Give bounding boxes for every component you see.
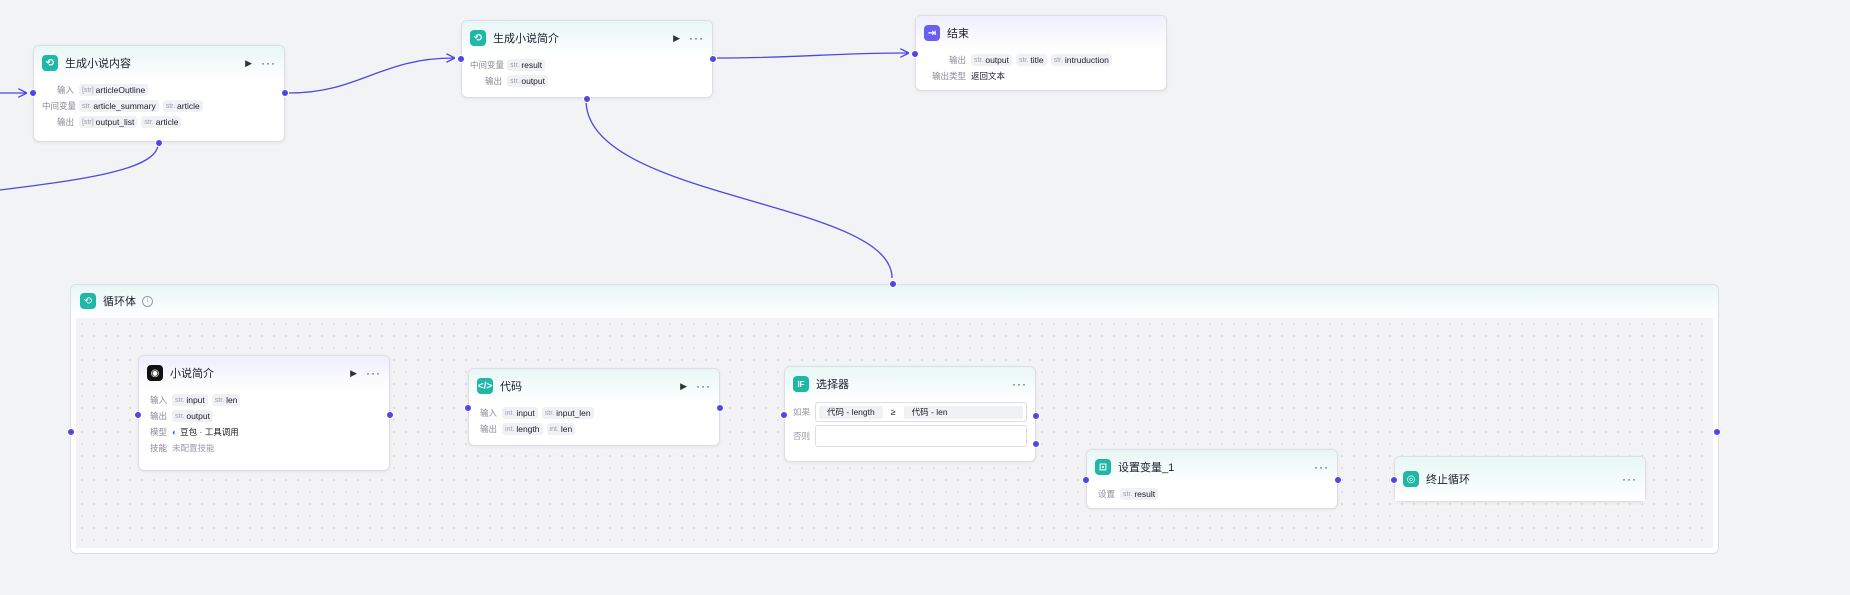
loop-title: 循环体 (103, 296, 136, 308)
run-icon[interactable]: ▶ (673, 32, 680, 43)
loop-input-port[interactable] (889, 280, 897, 288)
var-tag: str.input (172, 394, 208, 406)
output-port[interactable] (386, 411, 394, 419)
node-set-variable[interactable]: ⊡ 设置变量_1 ··· 设置 str.result (1086, 449, 1338, 509)
loop-end-port[interactable] (1713, 428, 1721, 436)
var-tag: int.len (546, 423, 576, 435)
node-code[interactable]: </> 代码 ▶ ··· 输入 int.input str.input_len … (468, 368, 720, 446)
node-title: 生成小说简介 (493, 33, 559, 45)
node-title: 终止循环 (1426, 474, 1470, 486)
input-port[interactable] (457, 55, 465, 63)
stop-icon: ◎ (1403, 471, 1419, 487)
var-tag: str.article (141, 116, 182, 128)
output-port[interactable] (1334, 476, 1342, 484)
model-value: 豆包 · 工具调用 (180, 427, 239, 437)
condition-left[interactable]: 代码 - length (819, 405, 883, 419)
var-tag: str.output (507, 75, 548, 87)
more-icon[interactable]: ··· (366, 366, 381, 380)
variable-icon: ⊡ (1095, 459, 1111, 475)
skill-value: 未配置技能 (172, 443, 215, 453)
node-end[interactable]: ⇥ 结束 输出 str.output str.title str.intrudu… (915, 15, 1167, 91)
wire-intro-to-loop[interactable] (585, 99, 893, 279)
node-break-loop[interactable]: ◎ 终止循环 ··· (1394, 456, 1646, 502)
loop-icon: ⟲ (80, 293, 96, 309)
more-icon[interactable]: ··· (696, 379, 711, 393)
output-port[interactable] (281, 89, 289, 97)
input-port[interactable] (1082, 476, 1090, 484)
more-icon[interactable]: ··· (1622, 472, 1637, 486)
node-title: 结束 (947, 28, 969, 40)
run-icon[interactable]: ▶ (350, 367, 357, 378)
loop-icon: ⟲ (470, 30, 486, 46)
run-icon[interactable]: ▶ (680, 380, 687, 391)
else-box[interactable] (815, 425, 1027, 447)
var-tag: str.result (507, 59, 546, 71)
run-icon[interactable]: ▶ (245, 57, 252, 68)
output-type-value: 返回文本 (971, 71, 1006, 81)
if-icon: IF (793, 376, 809, 392)
else-output-port[interactable] (1032, 440, 1040, 448)
node-novel-intro-llm[interactable]: ◉ 小说简介 ▶ ··· 输入 str.input str.len 输出 str… (138, 355, 390, 471)
input-port[interactable] (780, 411, 788, 419)
more-icon[interactable]: ··· (689, 31, 704, 45)
node-title: 设置变量_1 (1118, 462, 1175, 474)
wire-intro-to-end[interactable] (716, 53, 908, 59)
more-icon[interactable]: ··· (1012, 377, 1027, 391)
node-title: 小说简介 (170, 368, 214, 380)
var-tag: int.input (502, 407, 538, 419)
var-tag: str.article (162, 100, 203, 112)
var-tag: str.len (211, 394, 241, 406)
more-icon[interactable]: ··· (1314, 460, 1329, 474)
wire-content-to-intro[interactable] (288, 58, 454, 94)
var-tag: str.output (971, 54, 1012, 66)
node-generate-novel-intro[interactable]: ⟲ 生成小说简介 ▶ ··· 中间变量 str.result 输出 str.ou… (461, 20, 713, 98)
var-tag: int.length (502, 423, 543, 435)
info-icon[interactable]: i (142, 295, 153, 307)
code-icon: </> (477, 378, 493, 394)
input-port[interactable] (464, 404, 472, 412)
condition-right[interactable]: 代码 - len (903, 405, 1023, 419)
var-tag: str.intruduction (1050, 54, 1112, 66)
exit-icon: ⇥ (924, 25, 940, 41)
loop-start-port[interactable] (67, 428, 75, 436)
input-port[interactable] (134, 411, 142, 419)
node-title: 选择器 (816, 379, 849, 391)
var-tag: [str]output_list (79, 116, 138, 128)
input-port[interactable] (1390, 476, 1398, 484)
model-icon: ◐ (172, 427, 178, 437)
var-tag: str.output (172, 410, 213, 422)
loop-port[interactable] (155, 139, 163, 147)
condition-box[interactable]: 代码 - length ≥ 代码 - len (815, 402, 1027, 422)
var-tag: [str]articleOutline (79, 84, 149, 96)
var-tag: str.input_len (541, 407, 594, 419)
input-port[interactable] (29, 89, 37, 97)
node-selector[interactable]: IF 选择器 ··· 如果 代码 - length ≥ 代码 - len 否则 (784, 366, 1036, 462)
if-output-port[interactable] (1032, 412, 1040, 420)
llm-icon: ◉ (147, 365, 163, 381)
wire-content-loop[interactable] (0, 143, 159, 191)
var-tag: str.article_summary (79, 100, 159, 112)
output-port[interactable] (716, 404, 724, 412)
output-port[interactable] (709, 55, 717, 63)
more-icon[interactable]: ··· (261, 56, 276, 70)
node-title: 代码 (500, 381, 522, 393)
node-generate-novel-content[interactable]: ⟲ 生成小说内容 ▶ ··· 输入 [str]articleOutline 中间… (33, 45, 285, 142)
condition-operator[interactable]: ≥ (890, 407, 896, 417)
input-port[interactable] (911, 50, 919, 58)
var-tag: str.result (1120, 488, 1159, 500)
node-title: 生成小说内容 (65, 58, 131, 70)
var-tag: str.title (1015, 54, 1047, 66)
loop-icon: ⟲ (42, 55, 58, 71)
loop-port[interactable] (583, 95, 591, 103)
